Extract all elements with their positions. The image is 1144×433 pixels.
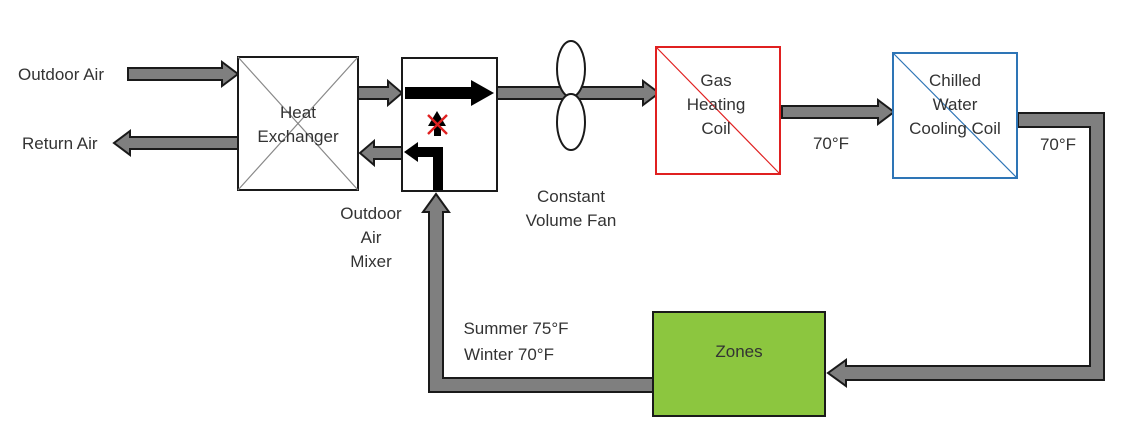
outdoor-air-arrow	[127, 60, 240, 88]
gas-heating-coil: Gas Heating Coil	[655, 46, 781, 175]
temp-after-cooling-label: 70°F	[1040, 135, 1076, 154]
mixer-recirc-arrowhead	[428, 111, 446, 126]
mixer-label-line1: Outdoor	[340, 204, 402, 223]
mixer-supply-flow-arrow	[405, 87, 473, 99]
heat-exchanger-label-line1: Heat	[280, 103, 316, 122]
zone-temp-winter-label: Winter 70°F	[464, 345, 554, 364]
exchanger-to-mixer-arrow	[357, 78, 404, 108]
temp-after-heating-label: 70°F	[813, 134, 849, 153]
chilled-water-coil-label-line2: Water	[933, 95, 978, 114]
zones-return-duct	[421, 192, 654, 393]
return-air-label: Return Air	[22, 134, 98, 153]
mixer-label-line2: Air	[361, 228, 382, 247]
fan-label-line2: Volume Fan	[526, 211, 617, 230]
heating-to-cooling-arrow	[781, 98, 896, 126]
chilled-water-cooling-coil: Chilled Water Cooling Coil	[892, 52, 1018, 179]
heat-exchanger: Heat Exchanger	[237, 56, 359, 191]
return-air-arrow	[112, 129, 239, 157]
mixer-supply-flow-arrowhead	[471, 80, 494, 106]
mixer-recirc-stem	[434, 124, 441, 136]
mixer-return-turn-arrowhead	[404, 142, 418, 162]
chilled-water-coil-label-line1: Chilled	[929, 71, 981, 90]
zones-block: Zones	[652, 311, 826, 417]
fan-label-line1: Constant	[537, 187, 605, 206]
zone-temp-summer-label: Summer 75°F	[463, 319, 568, 338]
cooling-to-zones-duct	[826, 112, 1105, 388]
zones-label: Zones	[715, 342, 762, 361]
mixer-to-exchanger-arrow	[358, 138, 403, 168]
constant-volume-fan-icon	[556, 40, 586, 151]
mixer-label-line3: Mixer	[350, 252, 392, 271]
gas-heating-coil-label-line1: Gas	[700, 71, 731, 90]
outdoor-air-label: Outdoor Air	[18, 65, 104, 84]
heat-exchanger-label-line2: Exchanger	[257, 127, 339, 146]
gas-heating-coil-label-line3: Coil	[701, 119, 730, 138]
chilled-water-coil-label-line3: Cooling Coil	[909, 119, 1001, 138]
gas-heating-coil-label-line2: Heating	[687, 95, 746, 114]
outdoor-air-mixer	[401, 57, 498, 192]
mixer-return-turn-arrow	[416, 147, 443, 190]
